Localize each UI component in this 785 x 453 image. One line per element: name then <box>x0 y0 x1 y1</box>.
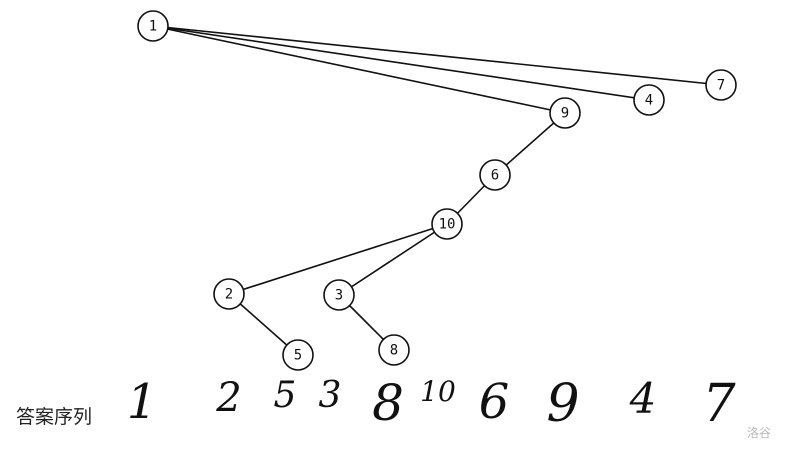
edge-10-2 <box>228 223 448 295</box>
node-circle <box>705 69 737 101</box>
answer-item: 1 <box>126 374 158 430</box>
answer-item: 5 <box>273 375 297 416</box>
answer-item: 7 <box>702 374 736 434</box>
node-label: 4 <box>645 93 653 109</box>
edge-1-4 <box>152 25 650 101</box>
answer-item: 3 <box>318 375 342 416</box>
edge-1-9 <box>152 25 566 114</box>
node-label: 8 <box>390 343 398 359</box>
luogu-watermark: 洛谷 <box>746 426 771 440</box>
tree-node-10: 10 <box>431 208 463 240</box>
node-circle <box>431 208 463 240</box>
node-circle <box>323 279 355 311</box>
node-circle <box>378 334 410 366</box>
node-label: 10 <box>439 217 456 233</box>
tree-node-1: 1 <box>137 10 169 42</box>
answer-item: 8 <box>372 374 404 432</box>
edge-1-7 <box>152 25 722 86</box>
tree-edges <box>152 25 722 356</box>
node-circle <box>549 97 581 129</box>
node-circle <box>137 10 169 42</box>
edge-10-3 <box>338 223 448 296</box>
tree-node-4: 4 <box>633 84 665 116</box>
tree-node-6: 6 <box>479 159 511 191</box>
tree-node-3: 3 <box>323 279 355 311</box>
answer-item: 9 <box>546 374 580 434</box>
answer-item: 4 <box>629 374 657 423</box>
node-circle <box>282 339 314 371</box>
node-circle <box>479 159 511 191</box>
tree-node-7: 7 <box>705 69 737 101</box>
node-label: 6 <box>491 168 499 184</box>
node-label: 5 <box>294 348 302 364</box>
node-label: 2 <box>225 287 233 303</box>
node-label: 7 <box>717 78 725 94</box>
tree-node-8: 8 <box>378 334 410 366</box>
answer-item: 10 <box>420 375 456 408</box>
answer-item: 6 <box>478 374 510 430</box>
tree-node-9: 9 <box>549 97 581 129</box>
answer-item: 2 <box>216 375 242 421</box>
node-circle <box>633 84 665 116</box>
tree-node-2: 2 <box>213 278 245 310</box>
node-circle <box>213 278 245 310</box>
tree-nodes: 1 7 4 9 6 10 2 3 5 8 <box>137 10 737 371</box>
node-label: 9 <box>561 106 569 122</box>
node-label: 3 <box>335 288 343 304</box>
answer-sequence-title: 答案序列 <box>16 406 93 428</box>
tree-node-5: 5 <box>282 339 314 371</box>
node-label: 1 <box>149 19 157 35</box>
